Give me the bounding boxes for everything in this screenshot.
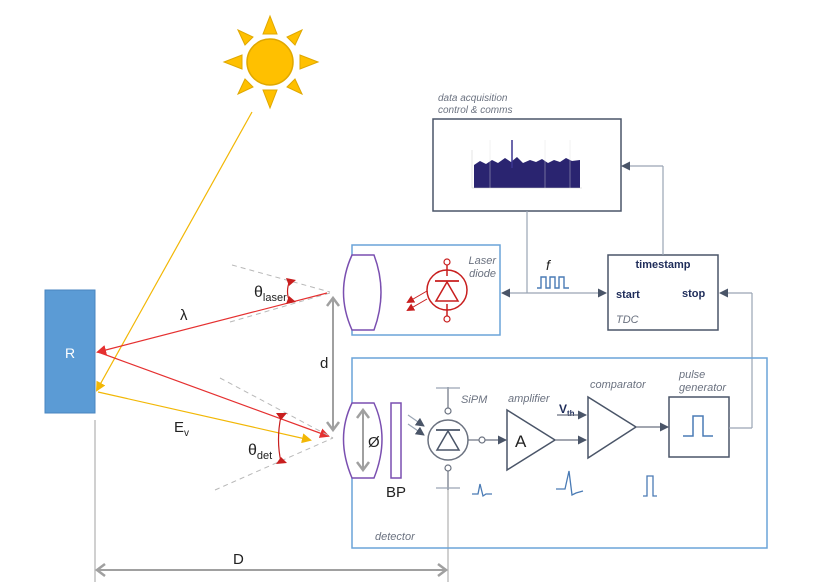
theta-laser-label: θlaser [254,284,287,304]
sun-icon [222,14,320,110]
aperture-label: Ø [368,434,380,451]
sunlight-ray [96,111,253,392]
laser-diode-icon [406,258,468,323]
sipm-output-waveform [472,483,492,498]
amplifier-label: amplifier [508,393,551,405]
separation-label: d [320,355,328,372]
ambient-light-ray [97,391,312,444]
detector-cone-bottom [214,437,334,491]
tdc-stop-label: stop [682,288,706,300]
ambient-irradiance-label: Ev [174,419,189,439]
bandpass-filter [390,402,402,479]
daq-spectrum-thumbnail [471,140,582,189]
tdc-name-label: TDC [616,314,639,326]
amplifier-symbol [506,408,557,472]
threshold-voltage-label: Vth [559,402,575,418]
target-block [44,289,96,414]
tdc-box [607,254,719,331]
tdc-timestamp-label: timestamp [635,259,690,271]
sipm-label: SiPM [461,394,488,406]
comparator-output-waveform [643,475,657,497]
pulse-generator-box [668,396,730,458]
frequency-label: f [546,257,552,273]
wavelength-label: λ [180,307,188,324]
amplifier-output-waveform [556,470,584,496]
theta-det-label: θdet [248,442,272,462]
detector-cone-top [219,377,334,439]
tdc-start-label: start [616,289,640,301]
amplifier-gain-label: A [515,432,527,451]
comparator-symbol [587,395,638,460]
pulse-waveform-icon [683,415,713,437]
clock-waveform-icon [537,276,569,289]
laser-lens [342,254,382,331]
distance-label: D [233,551,244,568]
sipm-photodiode-icon [407,387,486,490]
target-label: R [65,345,75,361]
bandpass-label: BP [386,484,406,501]
laser-cone-top [231,264,331,293]
return-beam-ray [97,351,330,438]
detector-label: detector [375,531,416,543]
theta-det-arc [277,415,282,463]
comparator-label: comparator [590,379,647,391]
